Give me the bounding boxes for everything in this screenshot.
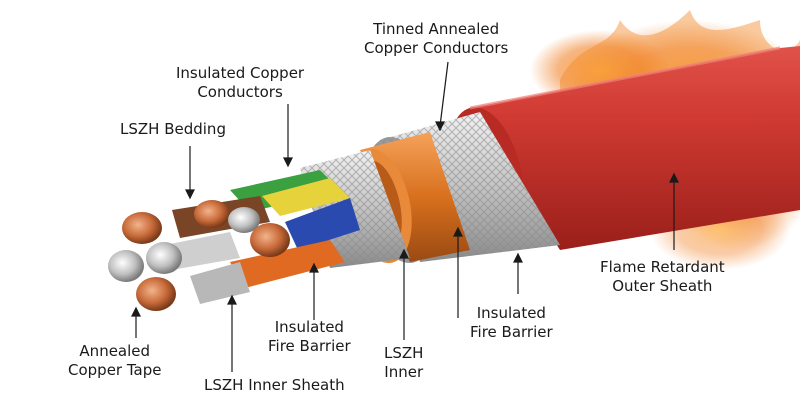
label-lszh-inner-sheath: LSZH Inner Sheath <box>204 376 345 394</box>
label-lszh-bedding: LSZH Bedding <box>120 120 226 138</box>
leader-lines <box>131 61 679 372</box>
conductor-ends <box>108 200 290 311</box>
